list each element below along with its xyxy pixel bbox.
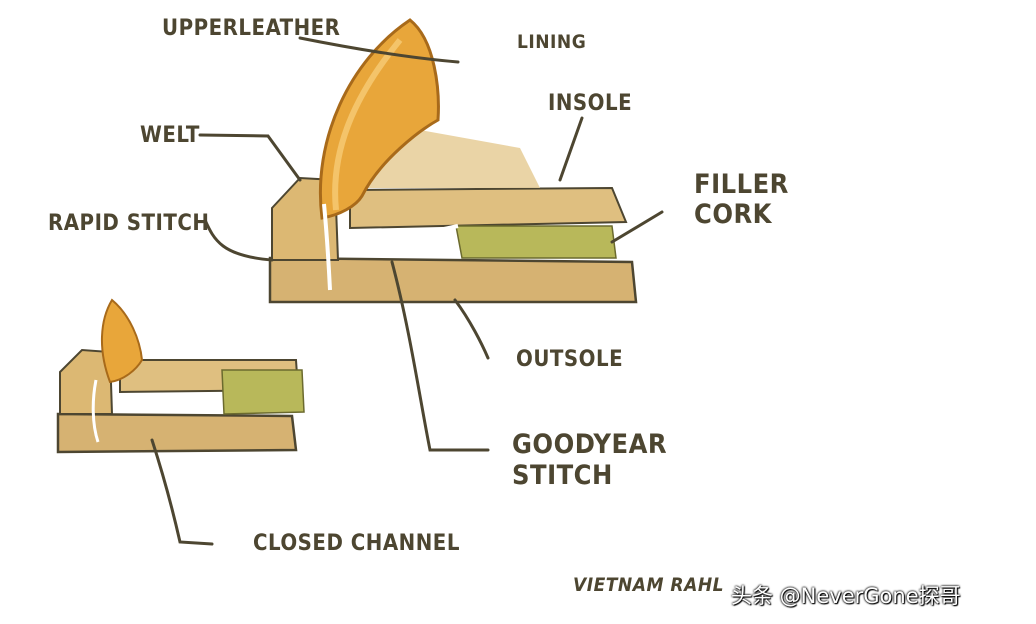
leader-rapid-stitch [203, 218, 274, 262]
upper-leather-shape [318, 18, 440, 220]
leader-filler-cork [610, 210, 664, 244]
goodyear-stitch-thread [371, 224, 459, 250]
label-insole: INSOLE [548, 91, 633, 116]
small-outsole-layer [56, 412, 298, 454]
leader-upper-leather [298, 36, 460, 64]
small-stitch-thread [91, 379, 100, 443]
label-rapid-stitch: RAPID STITCH [48, 211, 210, 236]
outsole-layer [268, 256, 638, 304]
small-upper-leather [101, 298, 144, 384]
label-closed-channel: CLOSED CHANNEL [253, 531, 460, 556]
label-lining: LINING [517, 31, 587, 53]
watermark: 头条 @NeverGone探哥 [731, 584, 961, 608]
leader-goodyear-stitch [390, 260, 490, 452]
leader-welt [198, 133, 302, 182]
leader-closed-channel [150, 438, 214, 546]
leader-lines [150, 36, 664, 546]
label-upper-leather: UPPERLEATHER [162, 16, 341, 41]
label-goodyear-stitch: GOODYEAR STITCH [512, 429, 668, 492]
main-cross-section [268, 18, 638, 304]
label-outsole: OUTSOLE [516, 347, 624, 372]
leader-outsole [453, 298, 490, 360]
filler-cork [455, 225, 617, 259]
label-welt: WELT [140, 123, 200, 148]
leader-insole [558, 116, 584, 182]
closed-channel-cross-section [56, 298, 305, 454]
lining-layer [332, 38, 403, 211]
rapid-stitch-thread [322, 203, 332, 291]
artist-credit: VIETNAM RAHL [573, 574, 725, 596]
label-filler-cork: FILLER CORK [694, 169, 789, 231]
insole-layer [349, 186, 628, 230]
small-welt-block [59, 348, 114, 415]
small-filler-cork [221, 369, 305, 415]
